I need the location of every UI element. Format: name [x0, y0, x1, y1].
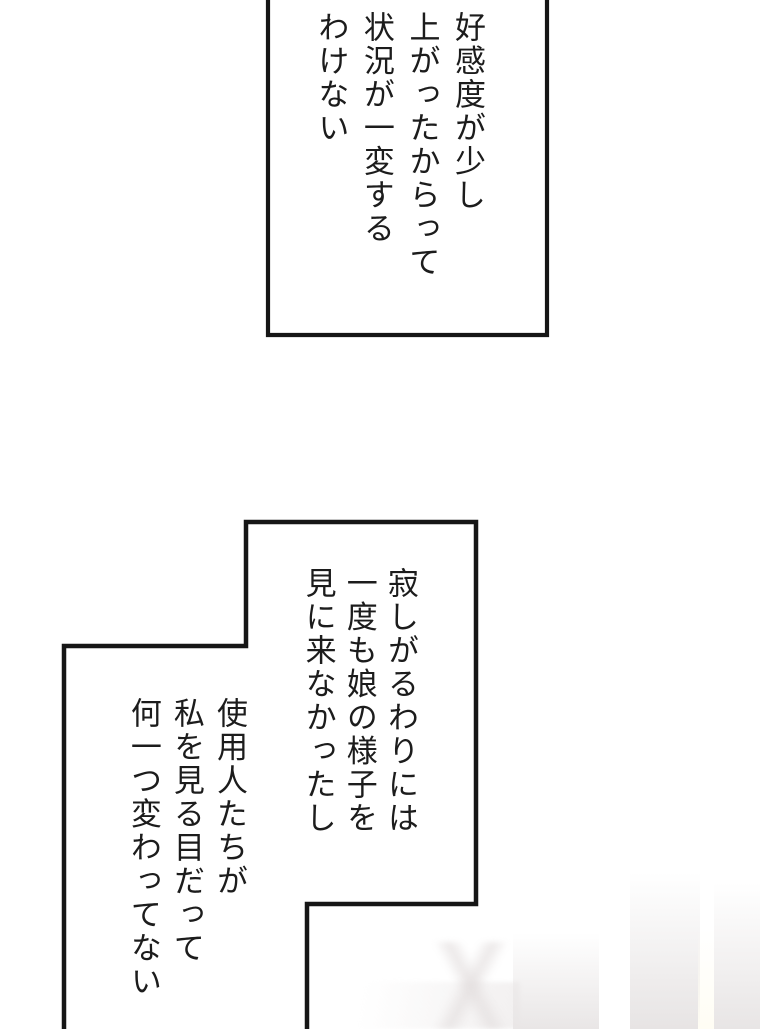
middle-right-speech-bubble-text: 寂しがるわりには 一度も娘の様子を 見に来なかったし [299, 567, 418, 835]
bottom-left-speech-bubble-text: 使用人たちが 私を見る目だって 何一つ変わってない [124, 697, 247, 999]
stepped-speech-bubble-shape [61, 519, 479, 1029]
top-speech-bubble-shape [265, 0, 550, 338]
top-speech-bubble-text: 好感度が少し 上がったからって 状況が一変する わけない [312, 11, 485, 279]
